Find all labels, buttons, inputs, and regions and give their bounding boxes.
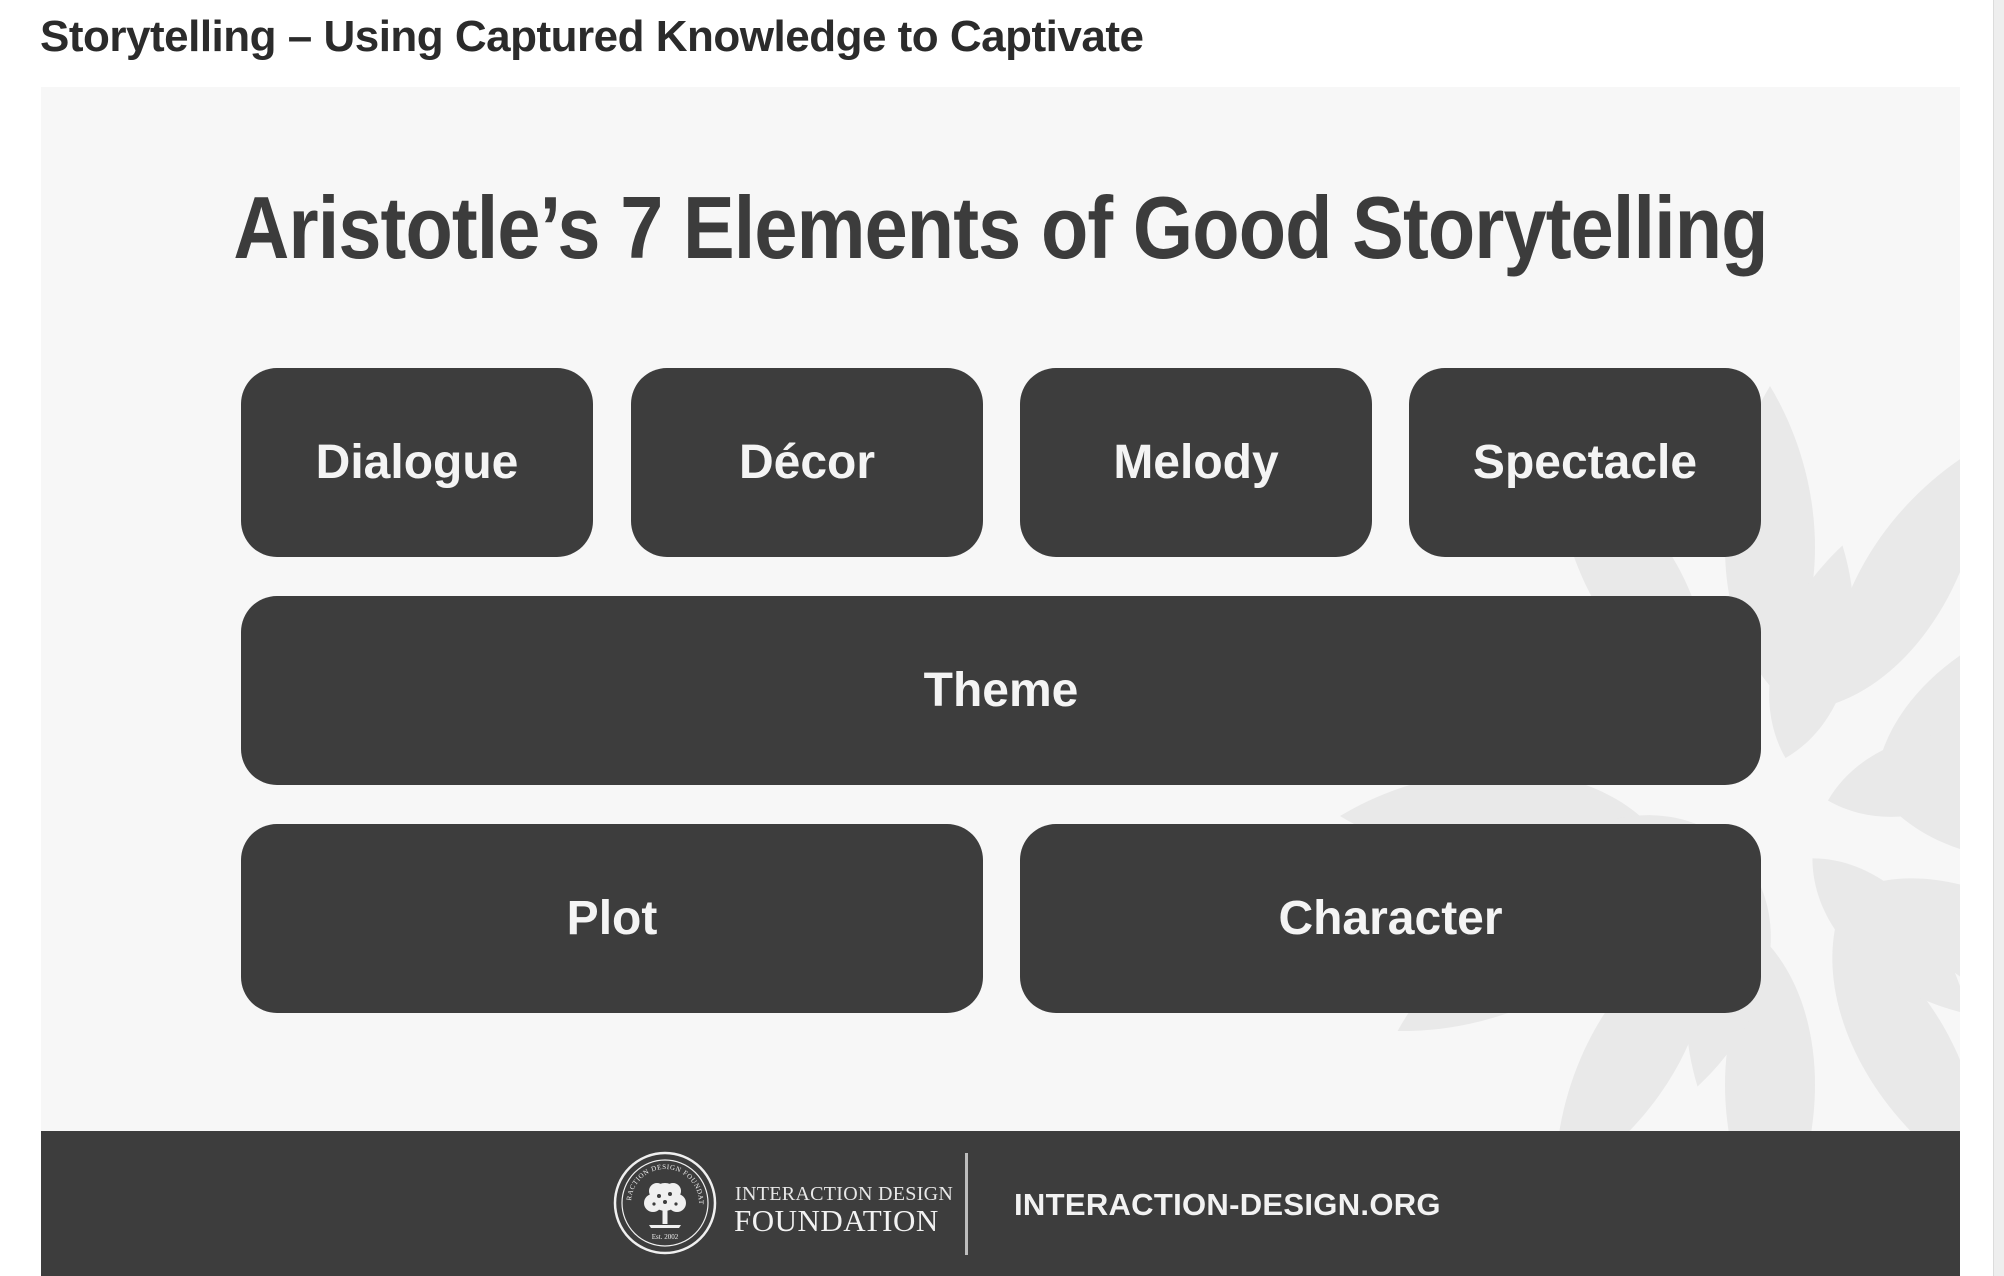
element-box-decor: Décor <box>631 368 983 557</box>
slide-heading: Aristotle’s 7 Elements of Good Storytell… <box>233 178 1768 277</box>
infographic-slide: Aristotle’s 7 Elements of Good Storytell… <box>41 87 1960 1276</box>
element-box-spectacle: Spectacle <box>1409 368 1761 557</box>
scrollbar-track[interactable] <box>1993 0 2004 1276</box>
org-name-line1: INTERACTION DESIGN <box>735 1183 954 1205</box>
element-box-plot: Plot <box>241 824 983 1013</box>
element-box-melody: Melody <box>1020 368 1372 557</box>
element-box-theme: Theme <box>241 596 1761 785</box>
footer-url: INTERACTION-DESIGN.ORG <box>1014 1187 1441 1222</box>
org-name-line2: FOUNDATION <box>734 1203 939 1238</box>
element-box-dialogue: Dialogue <box>241 368 593 557</box>
tree-seal-logo-icon: INTERACTION DESIGN FOUNDATION <box>613 1151 717 1255</box>
slide-footer: INTERACTION DESIGN FOUNDATION <box>41 1131 1960 1276</box>
svg-text:Est. 2002: Est. 2002 <box>652 1233 679 1241</box>
footer-divider <box>965 1153 968 1255</box>
element-box-character: Character <box>1020 824 1761 1013</box>
page-title: Storytelling – Using Captured Knowledge … <box>40 12 1144 61</box>
